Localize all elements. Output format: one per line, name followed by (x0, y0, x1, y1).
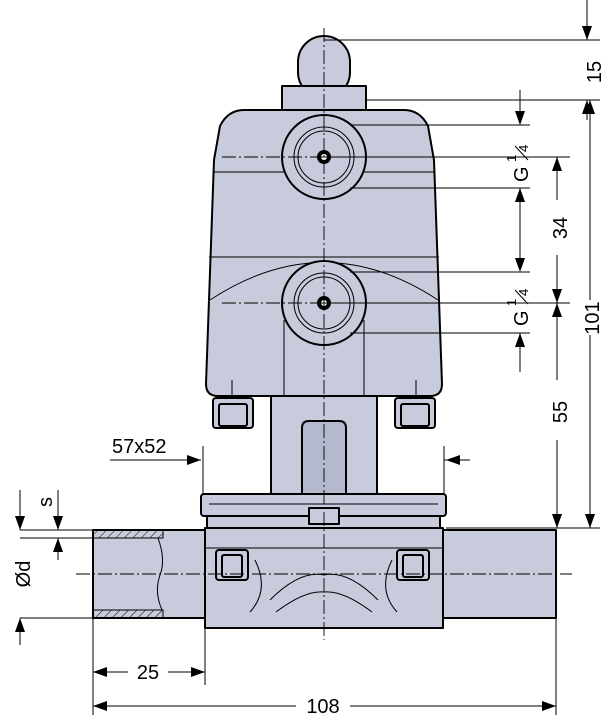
label-pipe-insert: 25 (137, 662, 159, 684)
label-wall: s (35, 497, 57, 507)
label-port-upper: G (511, 166, 533, 182)
dimension-arrows (15, 26, 595, 711)
label-port-upper-den: 4 (516, 145, 531, 152)
label-pipe-diameter: Ød (13, 561, 35, 588)
dimension-labels: 15 G 1 4 34 G 1 4 101 55 57x52 s Ød 25 1… (13, 61, 606, 718)
label-center-height: 55 (550, 401, 572, 423)
label-flange-size: 57x52 (112, 436, 167, 458)
label-port-lower: G (511, 310, 533, 326)
label-port-upper-num: 1 (504, 155, 519, 162)
label-port-lower-num: 1 (504, 299, 519, 306)
label-total-height: 101 (582, 301, 604, 334)
label-top-height: 15 (584, 61, 606, 83)
flange (200, 493, 447, 529)
label-total-length: 108 (306, 696, 339, 718)
label-port-lower-den: 4 (516, 289, 531, 296)
label-port-spacing: 34 (550, 217, 572, 239)
actuator-feet (212, 397, 436, 429)
